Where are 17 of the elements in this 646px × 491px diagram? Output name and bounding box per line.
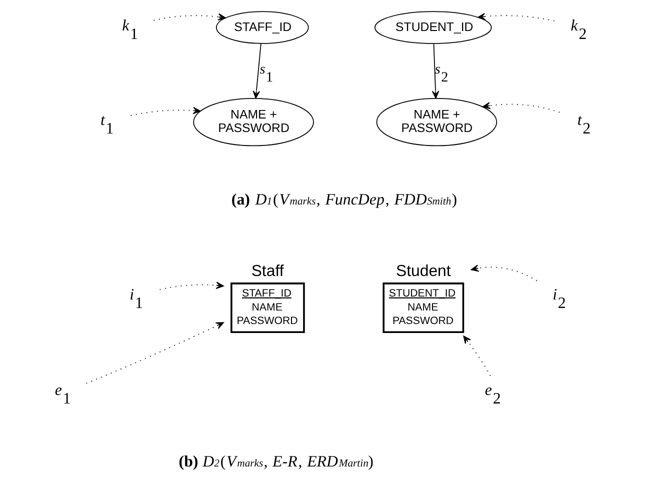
node-box: STUDENT_ID NAME PASSWORD — [382, 282, 464, 333]
label: (a) D1(Vmarks, FuncDep, FDDSmith) — [231, 192, 458, 209]
arrow — [470, 264, 538, 282]
arrow — [86, 322, 224, 384]
node-label: Student — [396, 262, 451, 280]
arrow — [463, 336, 491, 376]
node-box: STAFF_ID NAME PASSWORD — [230, 282, 305, 333]
arrow — [482, 102, 560, 113]
label: (b) D2(Vmarks, E-R, ERDMartin) — [178, 453, 374, 470]
arrow — [130, 106, 201, 116]
arrow — [252, 43, 262, 99]
node-label: Staff — [251, 262, 284, 280]
arrow — [432, 43, 440, 99]
arrow — [478, 12, 555, 22]
arrow — [153, 13, 226, 21]
node-ellipse: NAME + PASSWORD — [376, 98, 498, 146]
arrow — [159, 282, 224, 290]
